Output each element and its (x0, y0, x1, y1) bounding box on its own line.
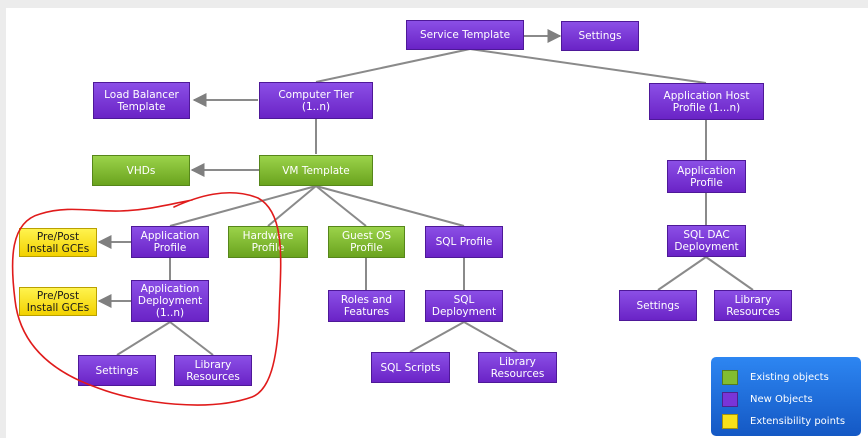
legend-swatch-new (722, 392, 738, 407)
legend-row-new: New Objects (722, 392, 813, 407)
computer-tier-label: Computer Tier (1..n) (278, 88, 354, 113)
legend-row-existing: Existing objects (722, 370, 829, 385)
settings-top-label: Settings (578, 30, 622, 42)
library-resources-sql-label: Library Resources (490, 355, 545, 380)
roles-and-features-node[interactable]: Roles and Features (328, 290, 405, 322)
application-host-profile-label: Application Host Profile (1...n) (663, 89, 750, 114)
application-deployment-node[interactable]: Application Deployment (1..n) (131, 280, 209, 322)
vm-template-node[interactable]: VM Template (259, 155, 373, 186)
application-host-profile-node[interactable]: Application Host Profile (1...n) (649, 83, 764, 120)
pre-post-install-gces-label-1: Pre/Post Install GCEs (26, 230, 90, 255)
sql-deployment-node[interactable]: SQL Deployment (425, 290, 503, 322)
roles-and-features-label: Roles and Features (340, 294, 393, 318)
connector-dac-settings (657, 256, 707, 291)
sql-deployment-label: SQL Deployment (431, 294, 497, 318)
computer-tier-node[interactable]: Computer Tier (1..n) (259, 82, 373, 119)
legend-swatch-extensibility (722, 414, 738, 429)
legend-label-extensibility: Extensibility points (750, 416, 846, 427)
connector-deployment-settings (116, 321, 171, 356)
settings-top-node[interactable]: Settings (561, 21, 639, 51)
sql-dac-deployment-label: SQL DAC Deployment (674, 229, 739, 253)
settings-dac-label: Settings (636, 299, 680, 312)
host-application-profile-label: Application Profile (677, 164, 736, 189)
sql-profile-node[interactable]: SQL Profile (425, 226, 503, 258)
library-resources-app-label: Library Resources (186, 358, 240, 383)
connector-dac-library (705, 256, 754, 291)
vm-template-label: VM Template (282, 164, 350, 177)
library-resources-sql-node[interactable]: Library Resources (478, 352, 557, 383)
legend: Existing objects New Objects Extensibili… (711, 357, 861, 436)
connector-service-computer-tier (315, 48, 471, 83)
guest-os-profile-label: Guest OS Profile (341, 230, 392, 254)
library-resources-dac-label: Library Resources (726, 293, 780, 318)
guest-os-profile-node[interactable]: Guest OS Profile (328, 226, 405, 258)
vhds-node[interactable]: VHDs (92, 155, 190, 186)
connector-sqldeployment-library (463, 321, 518, 353)
connector-vm-guestos (315, 185, 367, 227)
pre-post-install-gces-label-2: Pre/Post Install GCEs (26, 289, 90, 314)
sql-profile-label: SQL Profile (435, 236, 493, 248)
service-template-label: Service Template (419, 29, 511, 41)
library-resources-app-node[interactable]: Library Resources (174, 355, 252, 386)
hardware-profile-node[interactable]: Hardware Profile (228, 226, 308, 258)
load-balancer-template-label: Load Balancer Template (104, 88, 179, 113)
legend-swatch-existing (722, 370, 738, 385)
sql-scripts-label: SQL Scripts (380, 361, 441, 374)
service-template-node[interactable]: Service Template (406, 20, 524, 50)
host-application-profile-node[interactable]: Application Profile (667, 160, 746, 193)
settings-dac-node[interactable]: Settings (619, 290, 697, 321)
sql-scripts-node[interactable]: SQL Scripts (371, 352, 450, 383)
settings-app-node[interactable]: Settings (78, 355, 156, 386)
load-balancer-template-node[interactable]: Load Balancer Template (93, 82, 190, 119)
pre-post-install-gces-node-2[interactable]: Pre/Post Install GCEs (19, 287, 97, 316)
connector-vm-appprofile (169, 185, 317, 227)
vhds-label: VHDs (126, 164, 156, 177)
legend-label-existing: Existing objects (750, 372, 829, 383)
legend-label-new: New Objects (750, 394, 813, 405)
settings-app-label: Settings (95, 364, 139, 377)
connector-sqldeployment-scripts (409, 321, 465, 353)
application-deployment-label: Application Deployment (1..n) (137, 283, 203, 319)
connector-deployment-library (169, 321, 214, 356)
pre-post-install-gces-node-1[interactable]: Pre/Post Install GCEs (19, 228, 97, 257)
application-profile-node[interactable]: Application Profile (131, 226, 209, 258)
connector-service-host-profile (469, 48, 707, 84)
hardware-profile-label: Hardware Profile (242, 230, 294, 254)
legend-row-extensibility: Extensibility points (722, 414, 845, 429)
sql-dac-deployment-node[interactable]: SQL DAC Deployment (667, 225, 746, 257)
connector-vm-sqlprofile (315, 185, 465, 227)
library-resources-dac-node[interactable]: Library Resources (714, 290, 792, 321)
application-profile-label: Application Profile (140, 230, 200, 254)
